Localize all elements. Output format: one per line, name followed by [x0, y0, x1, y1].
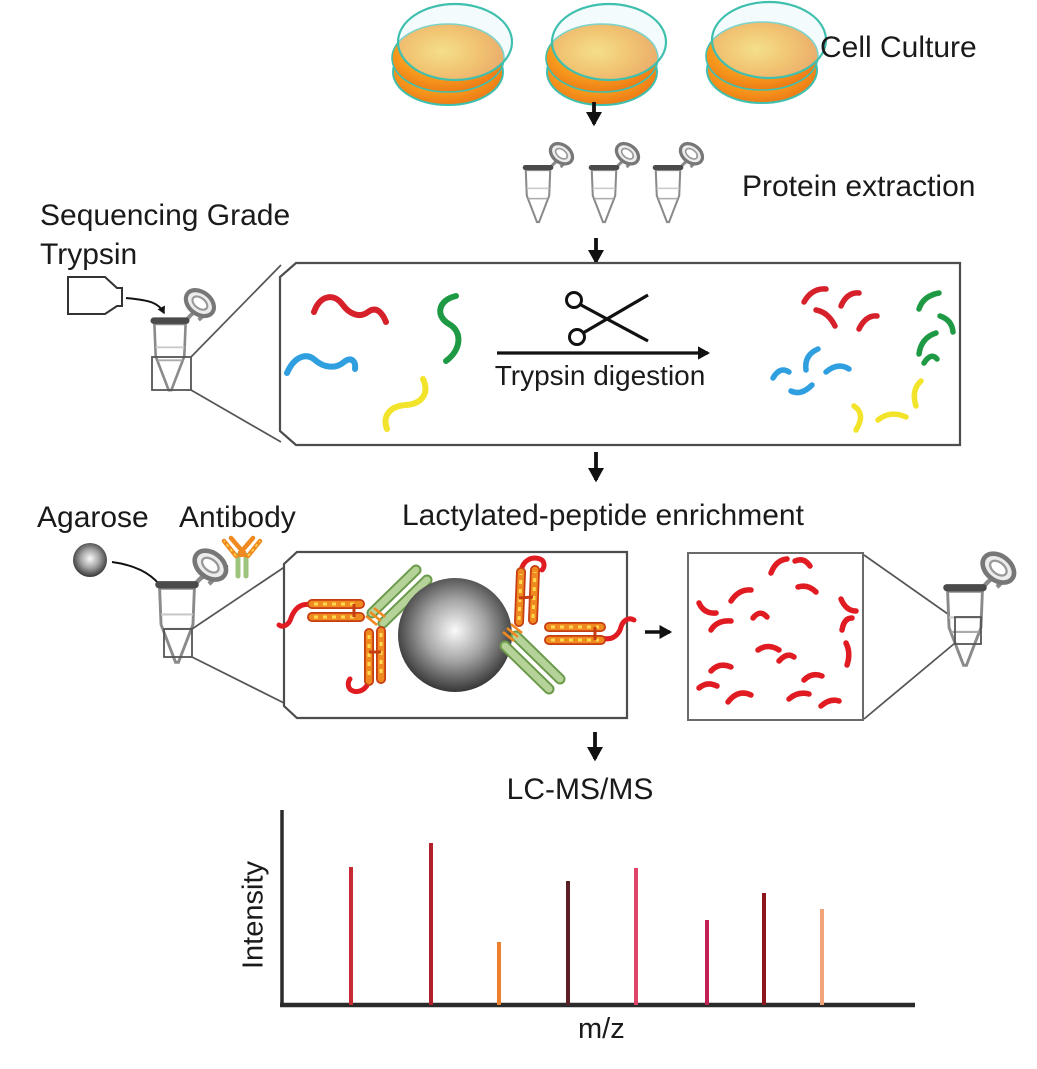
- petri-dish: [544, 2, 668, 107]
- spectrum-peak: [634, 868, 638, 1005]
- protein-yellow: [382, 376, 429, 432]
- antibody-label: Antibody: [179, 501, 296, 534]
- intact-proteins: [284, 293, 462, 432]
- cell-culture-label: Cell Culture: [820, 31, 977, 64]
- antibody-right: [499, 555, 637, 695]
- spectrum-peak: [705, 920, 709, 1005]
- enrichment-title: Lactylated-peptide enrichment: [402, 499, 804, 532]
- zoom-square: [954, 616, 982, 645]
- zoom-square: [151, 356, 192, 391]
- protein-blue: [284, 353, 359, 376]
- spectrum-axes: [280, 810, 915, 1008]
- antibody-icon: [221, 535, 263, 579]
- sequencing-grade-line2: Trypsin: [40, 238, 138, 271]
- petri-dish: [704, 0, 828, 105]
- mz-axis-label: m/z: [578, 1013, 625, 1045]
- microtube: [521, 137, 579, 224]
- sequencing-grade-line1: Sequencing Grade: [40, 199, 291, 232]
- spectrum-peak: [349, 867, 353, 1005]
- enriched-peptides-box: [687, 552, 864, 721]
- lc-ms-ms-label: LC-MS/MS: [506, 773, 654, 806]
- spectrum-peak: [820, 909, 824, 1005]
- sequencing-grade-trypsin-label: Sequencing Grade Trypsin: [40, 196, 290, 274]
- scissors-icon: [565, 291, 649, 346]
- pour-arrow-icon: [125, 297, 165, 315]
- agarose-label: Agarose: [37, 501, 149, 534]
- spectrum-peak: [497, 942, 501, 1005]
- mass-spectrum: [282, 812, 916, 1005]
- peptide-fragments: [770, 286, 956, 433]
- protein-extraction-label: Protein extraction: [742, 170, 976, 203]
- trypsin-digestion-label: Trypsin digestion: [494, 360, 706, 391]
- petri-dish: [390, 2, 514, 107]
- digestion-tube: [151, 285, 219, 390]
- petri-dish-group: [390, 0, 828, 107]
- spectrum-peak: [429, 843, 433, 1005]
- agarose-arrow-icon: [111, 561, 168, 597]
- enriched-peptides: [696, 556, 859, 709]
- antibody-left: [276, 564, 433, 695]
- agarose-bead-icon: [73, 543, 107, 577]
- spectrum-peak: [762, 893, 766, 1005]
- protein-green: [437, 293, 462, 364]
- spectrum-peak: [566, 881, 570, 1005]
- protein-red: [311, 294, 389, 325]
- trypsin-bottle-icon: [67, 276, 123, 315]
- enrichment-tube: [155, 545, 231, 663]
- extraction-tube-group: [521, 137, 709, 224]
- eluate-tube: [943, 548, 1019, 666]
- intensity-axis-label: Intensity: [237, 861, 270, 969]
- agarose-bead: [398, 578, 512, 692]
- zoom-square: [163, 628, 193, 658]
- microtube: [587, 137, 645, 224]
- microtube: [651, 137, 709, 224]
